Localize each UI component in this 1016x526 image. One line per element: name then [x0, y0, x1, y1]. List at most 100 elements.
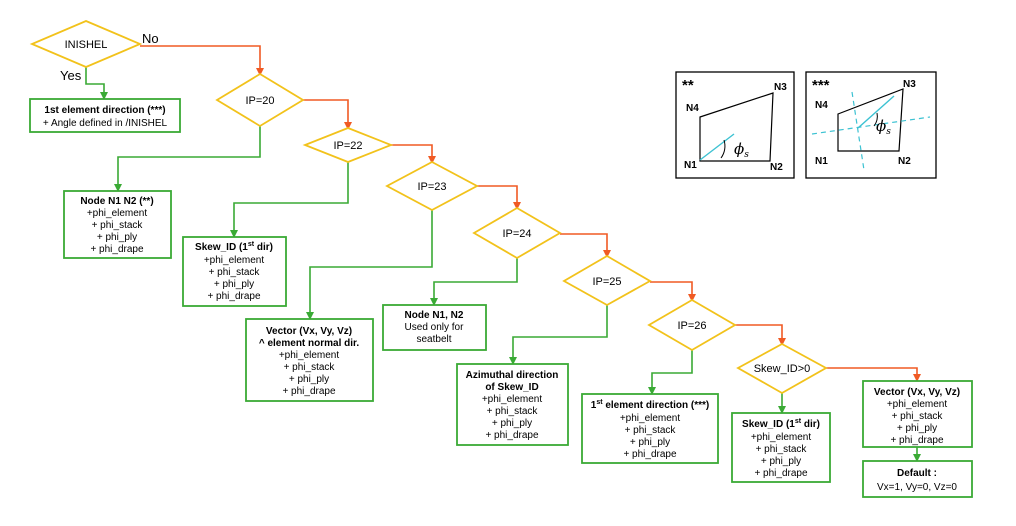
decision-ip24-label: IP=24 — [502, 228, 531, 240]
figure2-dashed-vertical — [851, 91, 865, 171]
decision-ip23 — [385, 160, 479, 212]
box2-line: + phi_drape — [90, 244, 144, 255]
box5-line: Used only for — [405, 322, 465, 333]
figure2-node-n1: N1 — [815, 156, 828, 167]
figure1-node-n4: N4 — [686, 103, 699, 114]
box-node-n1-n2 — [63, 190, 172, 259]
no-connector-ip22-ip23 — [391, 144, 436, 164]
figure2-angle-label: ϕs — [876, 117, 891, 137]
figure-first-element-direction: *** ϕs N1 N2 N3 N4 — [805, 71, 937, 179]
decision-inishel-label: INISHEL — [65, 39, 108, 51]
box2-line: + phi_ply — [97, 232, 137, 243]
box9-line: + phi_drape — [890, 435, 944, 446]
figure1-direction-line — [699, 133, 735, 161]
box6-line: + phi_ply — [492, 418, 532, 429]
decision-ip24 — [472, 206, 562, 260]
decision-ip26 — [647, 298, 737, 352]
box-skew-id-first-dir — [182, 236, 287, 307]
figure1-angle-label: ϕs — [734, 140, 749, 160]
box7-line: +phi_element — [620, 413, 681, 424]
figure2-dashed-horizontal — [811, 116, 931, 135]
box8-line: + phi_drape — [754, 468, 808, 479]
figure2-node-n2: N2 — [898, 156, 911, 167]
box3-line: +phi_element — [204, 255, 265, 266]
box4-line: +phi_element — [279, 350, 340, 361]
figure2-node-n4: N4 — [815, 100, 828, 111]
box6-line: +phi_element — [482, 394, 543, 405]
no-connector-ip24-ip25 — [560, 233, 611, 258]
figure1-node-n1: N1 — [684, 160, 697, 171]
box8-line: + phi_stack — [756, 444, 808, 455]
box3-line: + phi_ply — [214, 279, 254, 290]
box-node-n1-n2-seatbelt — [382, 304, 487, 351]
box6-line: + phi_drape — [485, 430, 539, 441]
box4-title2: ^ element normal dir. — [259, 338, 360, 349]
figure1-angle-arc — [720, 139, 726, 159]
box6-title2: of Skew_ID — [485, 382, 538, 393]
box1-title: 1st element direction (***) — [44, 105, 165, 116]
yes-connector-inishel — [85, 67, 108, 100]
box3-line: + phi_stack — [209, 267, 261, 278]
box6-title: Azimuthal direction — [466, 370, 559, 381]
decision-ip20 — [215, 72, 305, 128]
yes-connector-ip22 — [230, 162, 349, 238]
box1-line: + Angle defined in /INISHEL — [43, 118, 168, 129]
no-connector-ip25-ip26 — [650, 281, 696, 302]
no-connector-skew-vector — [826, 367, 921, 382]
box7-line: + phi_stack — [625, 425, 677, 436]
box7-line: + phi_ply — [630, 437, 670, 448]
box9-line: + phi_stack — [892, 411, 944, 422]
box5-line: seatbelt — [416, 334, 451, 345]
box8-line: + phi_ply — [761, 456, 801, 467]
yes-connector-ip24 — [430, 258, 518, 306]
decision-ip23-label: IP=23 — [417, 181, 446, 193]
decision-inishel — [29, 20, 143, 68]
yes-label: Yes — [60, 68, 82, 83]
box3-title: Skew_ID (1st dir) — [195, 241, 273, 253]
box-azimuthal-direction — [456, 363, 569, 446]
box5-title: Node N1, N2 — [405, 310, 464, 321]
box3-line: + phi_drape — [207, 291, 261, 302]
box8-line: +phi_element — [751, 432, 812, 443]
yes-connector-ip23 — [306, 210, 433, 320]
box6-line: + phi_stack — [487, 406, 539, 417]
figure2-angle-arc — [873, 112, 878, 127]
no-connector-ip20-ip22 — [303, 99, 352, 130]
figure2-frame — [805, 71, 937, 179]
decision-ip22 — [302, 127, 394, 163]
figure1-node-n2: N2 — [770, 162, 783, 173]
yes-connector-ip20 — [114, 126, 261, 192]
decision-ip25 — [562, 254, 652, 307]
decision-ip25-label: IP=25 — [592, 276, 621, 288]
box4-line: + phi_ply — [289, 374, 329, 385]
no-label: No — [142, 31, 159, 46]
no-connector-ip26-skew — [735, 324, 786, 346]
figure2-element-outline — [837, 88, 904, 152]
box-first-element-direction-inishel — [29, 98, 181, 133]
figure1-node-n3: N3 — [774, 82, 787, 93]
box2-line: +phi_element — [87, 208, 148, 219]
decision-skew-id — [736, 342, 828, 395]
box7-line: + phi_drape — [623, 449, 677, 460]
box-vector-normal — [245, 318, 374, 402]
decision-ip20-label: IP=20 — [245, 95, 274, 107]
figure2-marker: *** — [812, 77, 830, 94]
box-skew-id-first-dir-2 — [731, 412, 831, 483]
box-first-element-direction — [581, 393, 719, 464]
box4-title: Vector (Vx, Vy, Vz) — [266, 326, 352, 337]
box-default — [862, 460, 973, 498]
box10-title: Default : — [897, 468, 937, 479]
box2-line: + phi_stack — [92, 220, 144, 231]
decision-skew-id-label: Skew_ID>0 — [754, 363, 811, 375]
box9-line: +phi_element — [887, 399, 948, 410]
figure1-frame — [675, 71, 795, 179]
no-connector-ip23-ip24 — [477, 185, 521, 210]
box4-line: + phi_stack — [284, 362, 336, 373]
figure1-marker: ** — [682, 77, 694, 94]
no-connector-inishel-ip20 — [140, 45, 264, 76]
yes-connector-ip26 — [648, 350, 693, 395]
box10-line: Vx=1, Vy=0, Vz=0 — [877, 482, 957, 493]
box-vector — [862, 380, 973, 448]
box9-line: + phi_ply — [897, 423, 937, 434]
